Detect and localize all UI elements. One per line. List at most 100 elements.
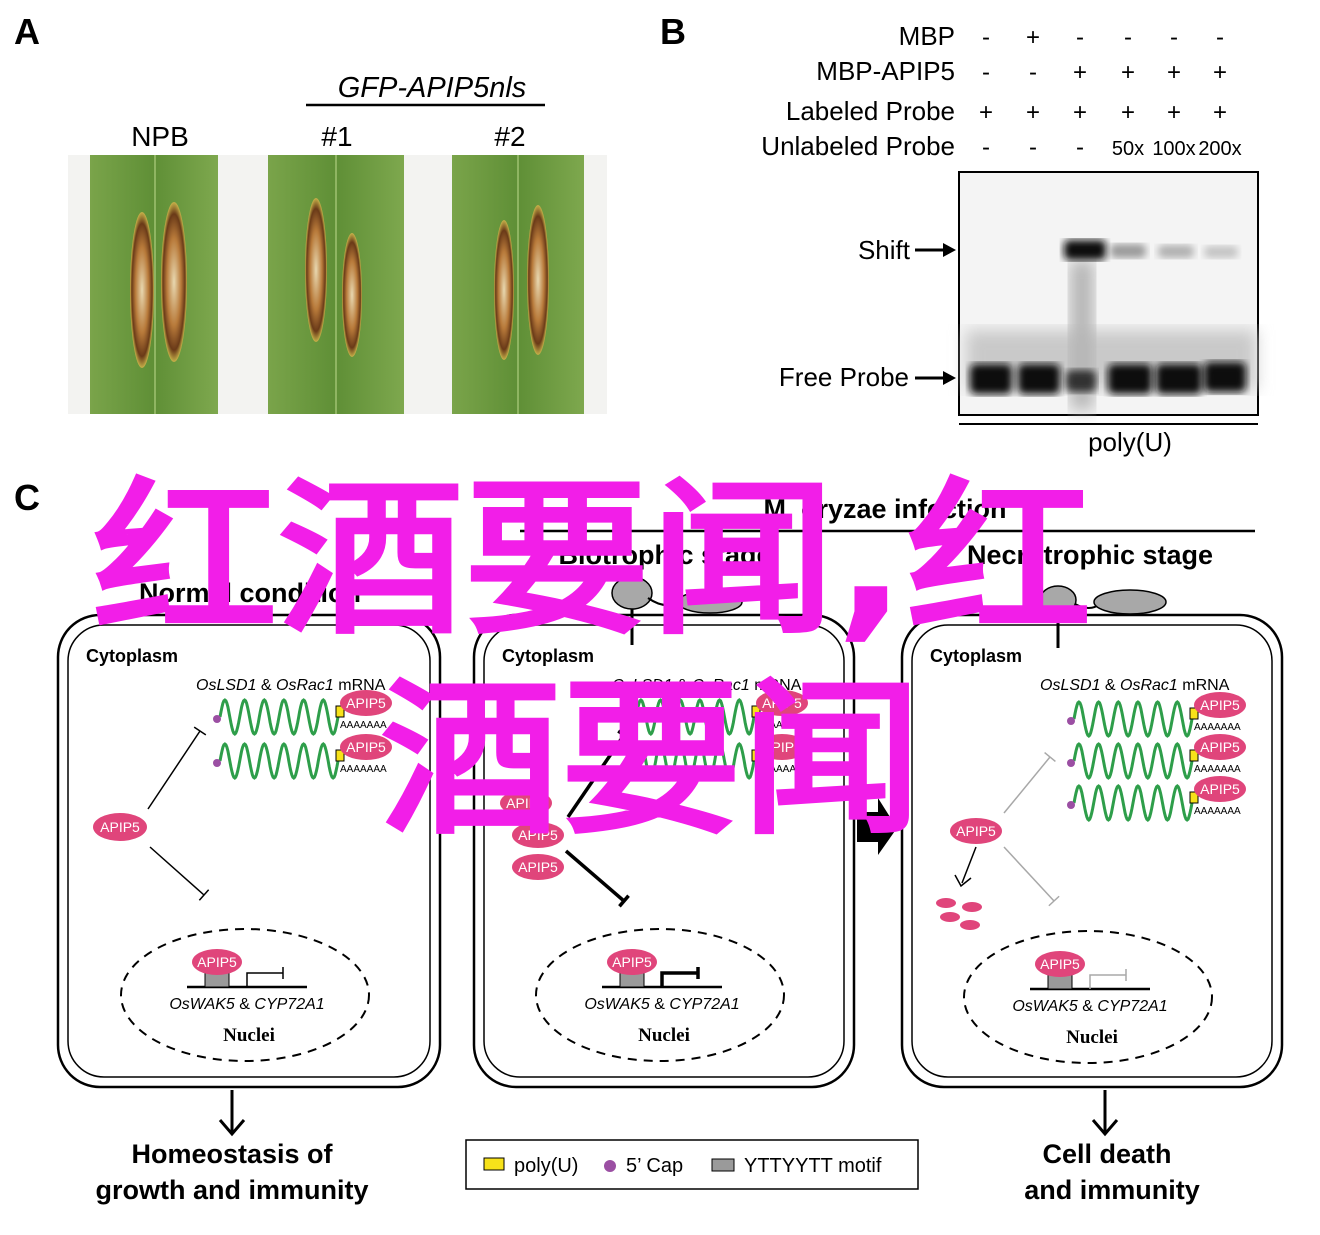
emsa-lane-value: + bbox=[1213, 99, 1227, 126]
inhibition-line bbox=[149, 846, 205, 896]
apip5-label: APIP5 bbox=[518, 827, 558, 843]
leaf-label-1: #1 bbox=[321, 121, 352, 152]
lesion bbox=[305, 198, 327, 342]
polyu-legend-swatch bbox=[483, 1157, 505, 1171]
gene-label: OsWAK5 & CYP72A1 bbox=[1012, 998, 1167, 1015]
apip5-protein bbox=[756, 690, 808, 716]
emsa-lane-value: - bbox=[1076, 24, 1084, 51]
degradation-arrow-head bbox=[954, 874, 972, 888]
free-probe-band-lane-6 bbox=[1204, 362, 1246, 392]
inhibition-bar bbox=[1048, 895, 1060, 907]
mrna-label-part: & bbox=[256, 677, 276, 694]
degraded-apip5-fragment bbox=[960, 920, 980, 930]
mrna-strand bbox=[634, 698, 756, 736]
mrna-label-part: OsRac1 bbox=[692, 677, 750, 694]
mrna-strand bbox=[634, 742, 756, 780]
construct-label: GFP-APIP5nls bbox=[338, 72, 527, 104]
cell-wall bbox=[56, 613, 442, 1089]
outcome-right-line2: and immunity bbox=[1024, 1175, 1200, 1205]
emsa-lane-value: + bbox=[1167, 99, 1181, 126]
promoter-arrow bbox=[246, 972, 283, 987]
polyu-motif bbox=[335, 749, 345, 762]
apip5-label: APIP5 bbox=[1200, 697, 1240, 713]
apip5-label: APIP5 bbox=[346, 695, 386, 711]
legend-motif: YTTYYTT motif bbox=[744, 1155, 882, 1177]
emsa-lane-value: 200x bbox=[1198, 138, 1241, 160]
free-probe-band-lane-2 bbox=[1018, 364, 1060, 394]
cytoplasm-label: Cytoplasm bbox=[502, 646, 594, 666]
promoter-arrow bbox=[660, 971, 698, 987]
free-probe-band-lane-3 bbox=[1066, 370, 1096, 392]
apip5-protein bbox=[1194, 692, 1246, 718]
inhibition-line bbox=[564, 849, 626, 903]
cell-membrane bbox=[67, 624, 431, 1078]
nuclei-label: Nuclei bbox=[638, 1025, 690, 1046]
mrna-label-part: OsRac1 bbox=[276, 677, 334, 694]
ytt-motif bbox=[204, 972, 230, 988]
apip5-protein bbox=[512, 854, 564, 880]
emsa-row-label: MBP bbox=[899, 21, 955, 51]
gene-label-part: OsWAK5 bbox=[584, 996, 650, 1013]
mrna-label-part: mRNA bbox=[750, 677, 802, 694]
watermark-overlay: 红酒要闻,红 酒要闻 bbox=[92, 462, 1092, 858]
necrotrophic-stage-label: Necrotrophic stage bbox=[967, 540, 1213, 570]
mrna-label: OsLSD1 & OsRac1 mRNA bbox=[1040, 677, 1230, 694]
inhibition-bar bbox=[617, 729, 631, 741]
gene-label-part: & bbox=[235, 996, 255, 1013]
cap-dot bbox=[213, 715, 221, 723]
apip5-label: APIP5 bbox=[518, 859, 558, 875]
apip5-protein bbox=[756, 734, 808, 760]
apip5-protein bbox=[1035, 951, 1085, 977]
mrna-label-part: mRNA bbox=[1178, 677, 1230, 694]
panel-a-letter: A bbox=[14, 11, 40, 52]
apip5-protein bbox=[340, 690, 392, 716]
cap-legend-dot bbox=[604, 1160, 616, 1172]
mrna-label-part: & bbox=[672, 677, 692, 694]
emsa-lane-value: + bbox=[1121, 99, 1135, 126]
mrna-label: OsLSD1 & OsRac1 mRNA bbox=[196, 677, 386, 694]
apip5-protein bbox=[607, 949, 657, 975]
polya-tail: AAAAAAA bbox=[340, 764, 387, 775]
gene-label-part: CYP72A1 bbox=[1097, 998, 1167, 1015]
apip5-protein bbox=[340, 734, 392, 760]
emsa-lane-value: - bbox=[1029, 59, 1037, 86]
polyu-motif bbox=[751, 705, 761, 718]
mrna-label-part: mRNA bbox=[334, 677, 386, 694]
emsa-lane-value: + bbox=[1026, 99, 1040, 126]
cap-dot bbox=[1067, 759, 1075, 767]
inhibition-line bbox=[147, 730, 201, 810]
emsa-lane-value: + bbox=[1213, 59, 1227, 86]
emsa-lane-value: + bbox=[1073, 99, 1087, 126]
cap-dot bbox=[629, 715, 637, 723]
polya-tail: AAAAAAA bbox=[1194, 764, 1241, 775]
motif-legend-swatch bbox=[711, 1158, 735, 1172]
biotrophic-stage-label: Biotrophic stage bbox=[558, 540, 771, 570]
leaf-photo bbox=[68, 155, 607, 414]
apip5-protein bbox=[500, 790, 552, 816]
mrna-label-part: OsLSD1 bbox=[612, 677, 672, 694]
gene-label: OsWAK5 & CYP72A1 bbox=[584, 996, 739, 1013]
apip5-protein bbox=[1194, 776, 1246, 802]
polyu-motif bbox=[1189, 791, 1199, 804]
nuclei-label: Nuclei bbox=[223, 1025, 275, 1046]
gene-label-part: CYP72A1 bbox=[669, 996, 739, 1013]
progression-arrow-icon bbox=[857, 798, 897, 855]
emsa-lane-value: 50x bbox=[1112, 138, 1144, 160]
polyu-motif bbox=[1189, 749, 1199, 762]
inhibition-bar bbox=[618, 894, 630, 908]
emsa-lane-value: - bbox=[1124, 24, 1132, 51]
degraded-apip5-fragment bbox=[940, 912, 960, 922]
lesion bbox=[161, 202, 187, 362]
polyu-motif bbox=[335, 705, 345, 718]
emsa-row-label: Unlabeled Probe bbox=[761, 131, 955, 161]
polya-tail: AAAAAAA bbox=[1194, 722, 1241, 733]
outcome-left-line1: Homeostasis of bbox=[131, 1139, 333, 1169]
gene-label-part: CYP72A1 bbox=[254, 996, 324, 1013]
free-probe-label: Free Probe bbox=[779, 362, 909, 392]
emsa-lane-value: 100x bbox=[1152, 138, 1195, 160]
lesion bbox=[342, 233, 362, 357]
emsa-lane-value: + bbox=[1167, 59, 1181, 86]
